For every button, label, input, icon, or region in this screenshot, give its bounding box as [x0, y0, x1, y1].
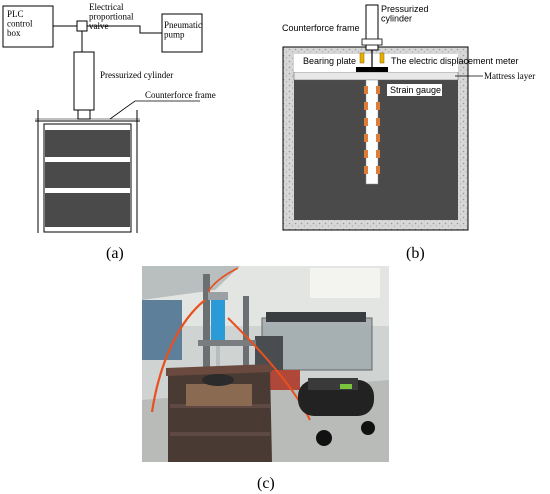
frame-clamp-b	[361, 38, 383, 46]
meter-label: The electric displacement meter	[391, 56, 519, 66]
strain-gauge	[376, 118, 380, 126]
strain-gauge	[376, 86, 380, 94]
photo-frame-post	[203, 274, 210, 374]
photo-cylinder-rod	[216, 346, 220, 376]
proportional-valve	[76, 20, 88, 32]
photo-bearing-plate	[202, 374, 234, 386]
strain-gauge	[364, 150, 368, 158]
frame-a-label: Counterforce frame	[145, 90, 216, 100]
valve-pump-hose	[87, 25, 162, 34]
frame-a-leader	[109, 100, 200, 120]
photo-window	[310, 268, 380, 298]
bearing-plate-label: Bearing plate	[303, 56, 356, 66]
panel-c-photo: (c)	[142, 266, 389, 492]
photo-machine-top	[266, 312, 366, 322]
strain-gauges	[364, 86, 380, 174]
strain-gauge	[376, 134, 380, 142]
photo-compressor-wheel-right	[361, 421, 375, 435]
cylinder-a-label: Pressurized cylinder	[100, 70, 173, 80]
bearing-plate	[356, 67, 388, 72]
photo-hose-top	[207, 267, 239, 293]
photo-compressor-wheel-left	[316, 430, 332, 446]
plc-control-box	[2, 5, 54, 48]
photo-tank-band-2	[170, 432, 270, 436]
piston-rod-a	[77, 109, 91, 120]
strain-gauge	[364, 118, 368, 126]
pile-b	[365, 79, 379, 185]
strain-gauge	[364, 134, 368, 142]
strain-gauge	[376, 102, 380, 110]
frame-b-label: Counterforce frame	[282, 23, 360, 33]
strain-gauge	[364, 102, 368, 110]
strain-gauge	[364, 86, 368, 94]
mattress-label: Mattress layer	[484, 71, 535, 81]
caption-c: (c)	[257, 475, 275, 492]
displacement-meter-left	[359, 52, 365, 64]
pressurized-cylinder-a	[73, 51, 95, 111]
photo-tank-board	[186, 384, 252, 406]
photo-compressor-badge	[340, 384, 352, 389]
strain-gauge	[364, 166, 368, 174]
photo-cylinder	[211, 300, 225, 340]
displacement-meter-right	[379, 52, 385, 64]
upper-space-b	[294, 54, 458, 72]
soil-layer-2	[45, 162, 130, 188]
strain-gauge-label-box	[387, 84, 442, 96]
photo-cylinder-cap	[208, 292, 228, 300]
soil-layer-3	[45, 193, 130, 227]
photo-tank-top	[166, 364, 272, 376]
photo-hose-left	[150, 299, 206, 413]
caption-b: (b)	[406, 245, 425, 262]
mattress-layer	[293, 71, 459, 81]
caption-a: (a)	[106, 245, 124, 262]
strain-gauge	[376, 166, 380, 174]
photo-roof-panel	[142, 266, 240, 300]
pneumatic-pump-box	[161, 13, 203, 53]
photo-frame-beam	[198, 340, 256, 346]
strain-gauge-label: Strain gauge	[390, 85, 441, 95]
strain-gauge	[376, 150, 380, 158]
photo-blue-wall	[142, 300, 182, 360]
soil-layer-1	[45, 130, 130, 157]
